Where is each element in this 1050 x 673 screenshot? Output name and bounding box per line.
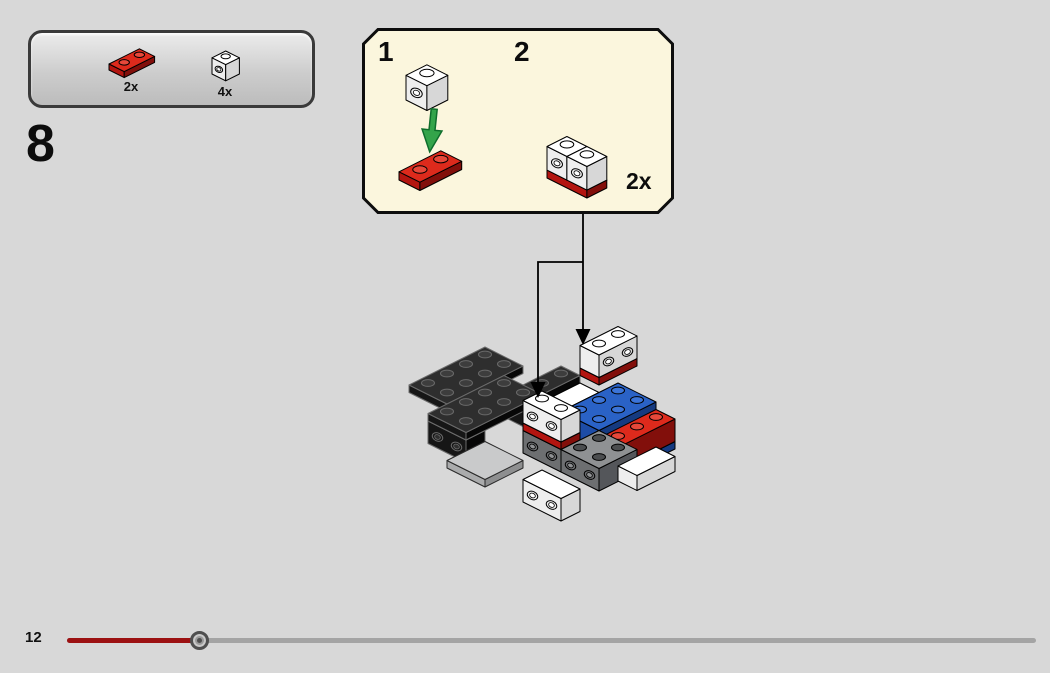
part-qty: 4x (217, 84, 233, 99)
red-plate-1x2-icon (398, 150, 463, 191)
progress-fill (67, 638, 200, 643)
substep-2-label: 2 (514, 36, 530, 67)
red-plate-1x2-icon (108, 48, 156, 79)
substep-1-label: 1 (378, 36, 394, 67)
substep-2-qty: 2x (626, 168, 652, 194)
part-item-red-plate: 2x (103, 46, 159, 94)
headlight-assembly-icon (546, 136, 608, 199)
progress-track[interactable] (67, 631, 1036, 650)
part-qty: 2x (123, 79, 139, 94)
parts-panel: 2x 4x (28, 30, 315, 108)
page-number: 12 (25, 629, 42, 646)
headlight-brick-icon (211, 50, 240, 82)
headlight-brick-icon (405, 64, 449, 111)
green-arrow-icon (420, 108, 444, 154)
substep-callout: 1 2 2x (362, 28, 674, 214)
progress-handle[interactable] (190, 631, 210, 650)
lego-model-illustration (408, 326, 676, 522)
part-item-headlight-brick: 4x (205, 41, 245, 99)
assembly-arrows (530, 214, 591, 398)
step-number: 8 (26, 115, 55, 173)
